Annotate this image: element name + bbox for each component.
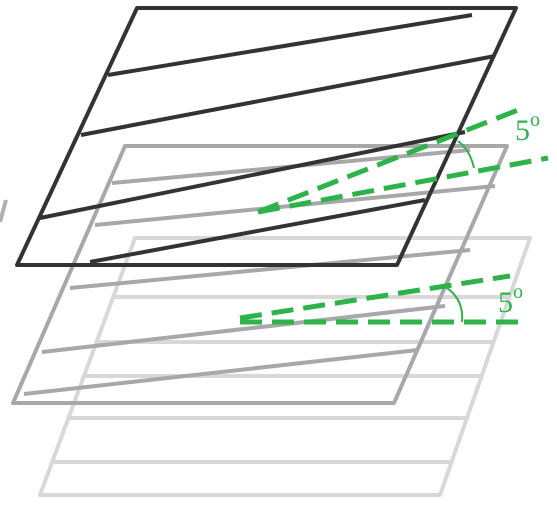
bottom-layer-frame xyxy=(38,236,532,497)
middle-layer-stripe xyxy=(41,304,446,354)
lower-angle-value: 5 xyxy=(498,286,513,319)
upper-guide-line-steep xyxy=(257,107,519,215)
lower-angle-label: 5o xyxy=(498,281,523,319)
middle-layer-frame xyxy=(11,144,509,405)
upper-angle-degree-mark: o xyxy=(530,109,540,131)
lower-angle-degree-mark: o xyxy=(513,281,523,303)
bottom-layer xyxy=(38,236,532,497)
upper-guide-line-shallow xyxy=(257,155,549,215)
top-layer-stripe xyxy=(80,54,496,137)
middle-layer-stripe xyxy=(23,348,419,396)
lower-angle-guide xyxy=(239,273,520,325)
top-layer-frame xyxy=(15,6,518,267)
lower-guide-line-steep xyxy=(239,273,511,321)
top-layer-stripe xyxy=(39,130,466,220)
upper-angle-value: 5 xyxy=(515,114,530,147)
middle-layer-stripe xyxy=(69,248,471,290)
left-edge-fragment xyxy=(0,199,8,223)
lower-angle-arc xyxy=(446,287,464,323)
upper-angle-guide xyxy=(257,107,549,215)
upper-angle-label: 5o xyxy=(515,109,540,147)
top-layer xyxy=(15,6,518,267)
upper-angle-arc xyxy=(457,140,475,169)
top-layer-stripe xyxy=(107,13,473,77)
top-layer-stripe xyxy=(89,198,426,264)
